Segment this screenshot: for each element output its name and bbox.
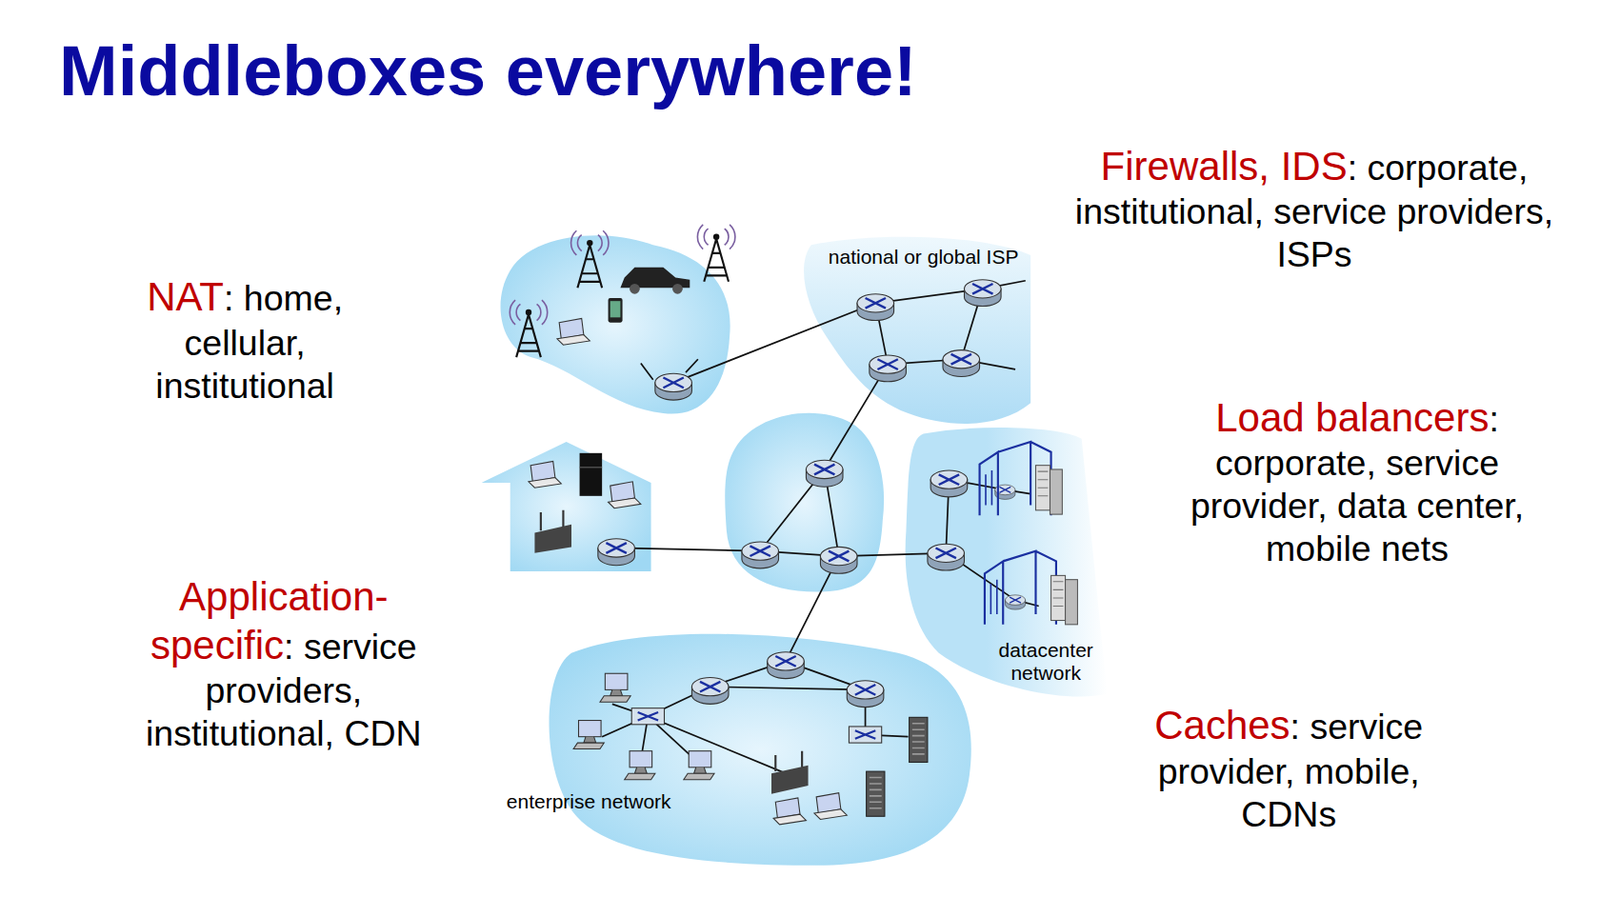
network-region: national or global ISP: [796, 229, 1037, 429]
middlebox-note: Application-specific: service providers,…: [140, 573, 427, 756]
region-label: enterprise network: [501, 790, 676, 814]
region-label: national or global ISP: [800, 245, 1046, 269]
middlebox-type: Load balancers: [1215, 395, 1489, 440]
middlebox-note: Caches: service provider, mobile, CDNs: [1115, 701, 1462, 836]
network-region: enterprise network: [501, 627, 982, 871]
slide-title: Middleboxes everywhere!: [59, 30, 918, 112]
region-label: datacenter network: [984, 639, 1108, 685]
middlebox-type: Firewalls, IDS: [1100, 143, 1348, 189]
middlebox-note: Firewalls, IDS: corporate, institutional…: [1043, 142, 1585, 277]
middlebox-type: NAT: [146, 274, 224, 320]
network-region: datacenter network: [902, 426, 1113, 702]
middlebox-note: Load balancers: corporate, service provi…: [1142, 394, 1572, 571]
middlebox-note: NAT: home, cellular, institutional: [112, 273, 379, 407]
middlebox-type: Caches: [1154, 702, 1290, 748]
